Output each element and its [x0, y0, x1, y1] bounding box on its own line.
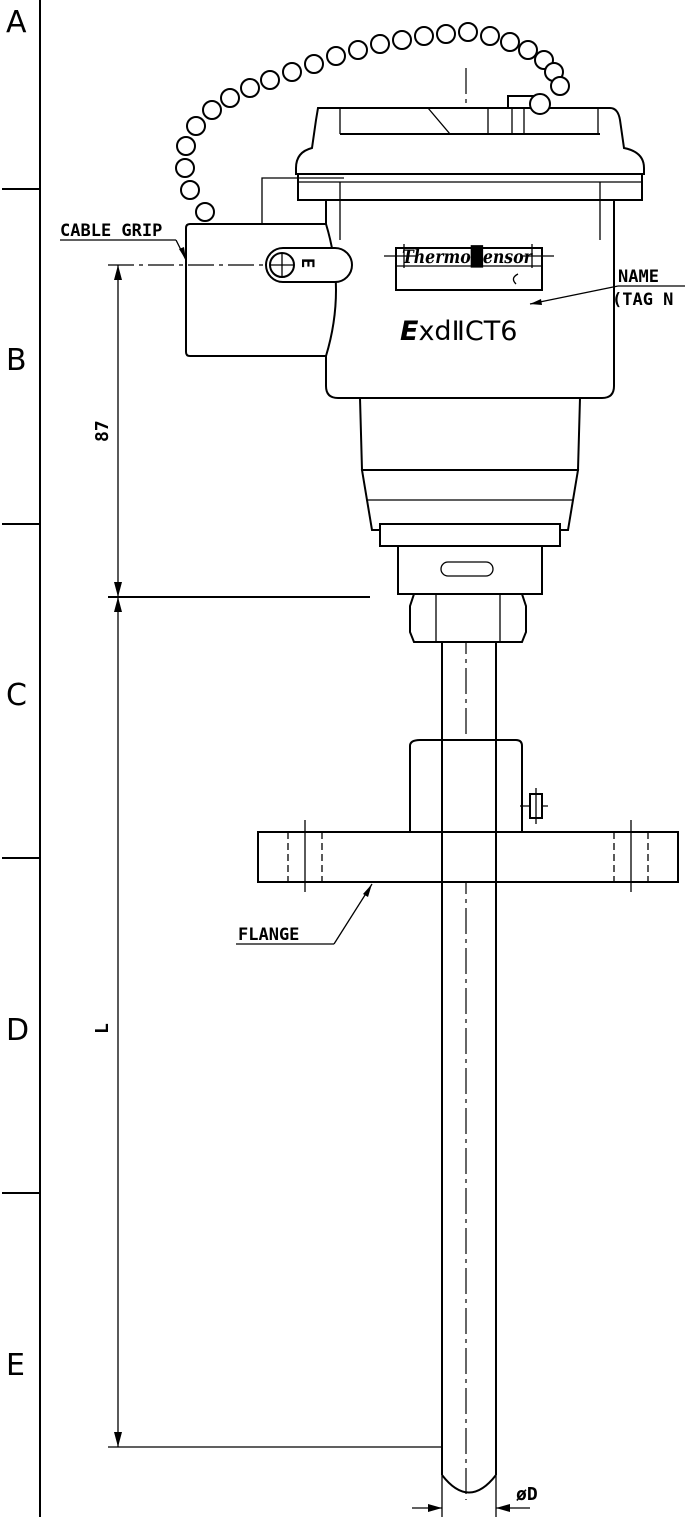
chain-bead — [518, 40, 538, 60]
chain-bead — [195, 202, 215, 222]
certification-mark: ExdⅡCT6 — [400, 316, 517, 347]
dimension-87 — [108, 264, 370, 598]
chain-bead — [180, 180, 200, 200]
chain-bead — [500, 32, 520, 52]
chain-bead — [304, 54, 324, 74]
cable-grip-label: CABLE GRIP — [60, 221, 162, 241]
diameter-label: øD — [516, 1484, 538, 1505]
name-plate — [384, 244, 554, 291]
flange-leader — [236, 883, 373, 945]
name-plate-label: NAME — [618, 267, 659, 287]
housing-body — [297, 173, 643, 643]
chain-bead — [176, 136, 196, 156]
tag-no-label: (TAG N — [612, 290, 673, 310]
zone-frame — [2, 0, 41, 1517]
chain-bead — [326, 46, 346, 66]
cable-grip-leader — [60, 239, 187, 261]
dimension-l — [108, 597, 442, 1448]
chain-bead — [348, 40, 368, 60]
dimension-diameter — [412, 1470, 530, 1517]
ball-chain — [175, 22, 570, 222]
zone-label-e: E — [6, 1348, 25, 1383]
chain-bead — [550, 76, 570, 96]
chain-bead — [220, 88, 240, 108]
name-plate-leader — [529, 285, 685, 305]
cable-grip — [185, 177, 353, 357]
chain-bead — [202, 100, 222, 120]
zone-label-a: A — [6, 5, 27, 40]
chain-bead — [260, 70, 280, 90]
zone-label-c: C — [6, 678, 27, 713]
certification-rest: xdⅡCT6 — [418, 316, 517, 347]
chain-bead — [392, 30, 412, 50]
zone-label-d: D — [6, 1013, 29, 1048]
ground-mark: E — [297, 258, 317, 268]
flange-label: FLANGE — [238, 925, 299, 945]
chain-bead — [370, 34, 390, 54]
chain-bead — [414, 26, 434, 46]
dimension-l-label: L — [92, 1023, 113, 1034]
zone-label-b: B — [6, 343, 27, 378]
chain-bead — [480, 26, 500, 46]
flange — [257, 739, 679, 892]
chain-bead — [240, 78, 260, 98]
chain-bead — [458, 22, 478, 42]
chain-bead — [436, 24, 456, 44]
chain-bead — [282, 62, 302, 82]
head-cover — [295, 93, 645, 175]
chain-bead — [175, 158, 195, 178]
certification-prefix: E — [400, 316, 419, 347]
brand-logo: Thermo█ensor — [402, 245, 534, 268]
dimension-87-label: 87 — [92, 420, 113, 442]
chain-bead — [186, 116, 206, 136]
